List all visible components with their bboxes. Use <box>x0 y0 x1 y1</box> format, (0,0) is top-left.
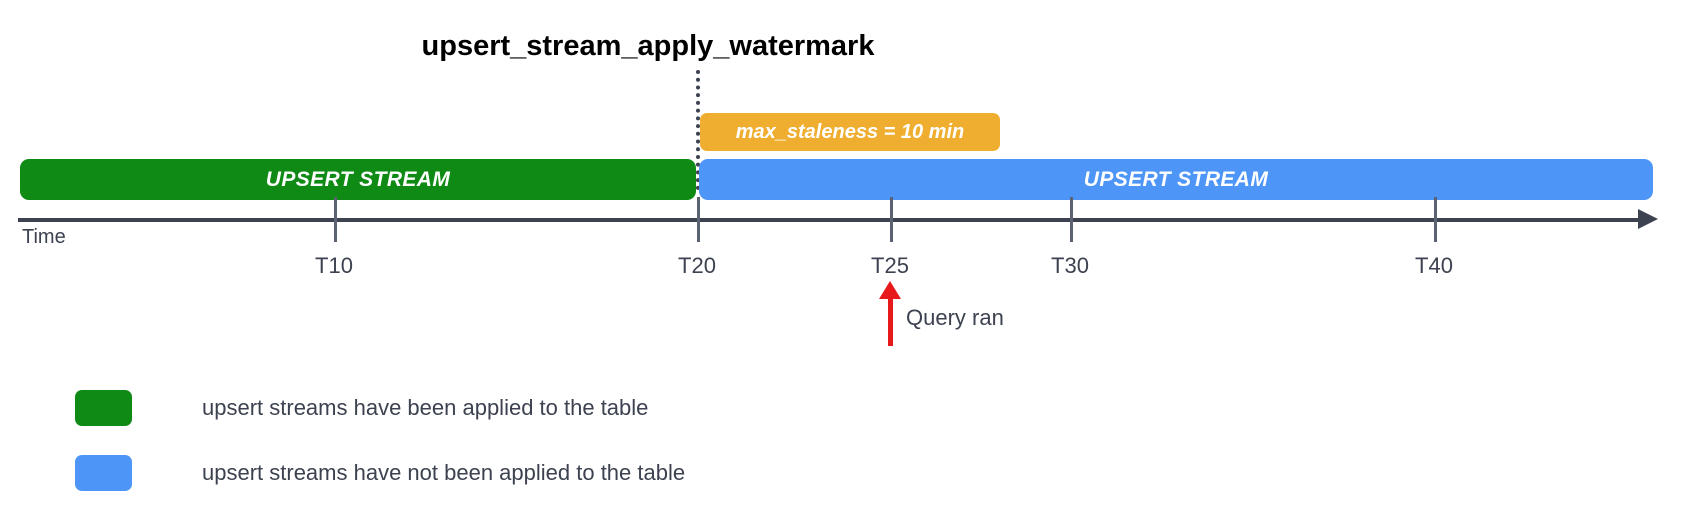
time-axis-label: Time <box>22 226 66 248</box>
max-staleness-label: max_staleness = 10 min <box>735 120 965 143</box>
query-ran-arrow-shaft <box>888 294 893 346</box>
axis-tick-label: T10 <box>315 253 353 278</box>
axis-tick-label: T30 <box>1051 253 1089 278</box>
upsert-stream-not-applied-bar: UPSERT STREAM <box>699 159 1653 200</box>
axis-tick <box>1070 197 1073 242</box>
query-ran-label: Query ran <box>906 305 1004 330</box>
axis-tick-label: T20 <box>678 253 716 278</box>
legend-item-applied: upsert streams have been applied to the … <box>75 390 648 426</box>
axis-tick <box>697 197 700 242</box>
axis-tick <box>890 197 893 242</box>
upsert-stream-applied-bar: UPSERT STREAM <box>20 159 696 200</box>
legend-swatch-not-applied <box>75 455 132 491</box>
legend-label-applied: upsert streams have been applied to the … <box>202 395 649 420</box>
legend-label-not-applied: upsert streams have not been applied to … <box>202 460 686 485</box>
axis-tick-label: T25 <box>871 253 909 278</box>
watermark-dotted-line <box>696 70 700 190</box>
axis-tick-label: T40 <box>1415 253 1453 278</box>
page-title: upsert_stream_apply_watermark <box>421 30 875 62</box>
axis-tick <box>1434 197 1437 242</box>
axis-tick <box>334 197 337 242</box>
legend-item-not-applied: upsert streams have not been applied to … <box>75 455 685 491</box>
time-axis-line <box>18 218 1643 222</box>
upsert-stream-applied-label: UPSERT STREAM <box>265 167 451 191</box>
legend-swatch-applied <box>75 390 132 426</box>
query-ran-arrow-icon <box>879 281 901 299</box>
upsert-stream-not-applied-label: UPSERT STREAM <box>1083 167 1269 191</box>
time-axis-arrow-icon <box>1638 209 1658 229</box>
max-staleness-bar: max_staleness = 10 min <box>700 113 1000 151</box>
